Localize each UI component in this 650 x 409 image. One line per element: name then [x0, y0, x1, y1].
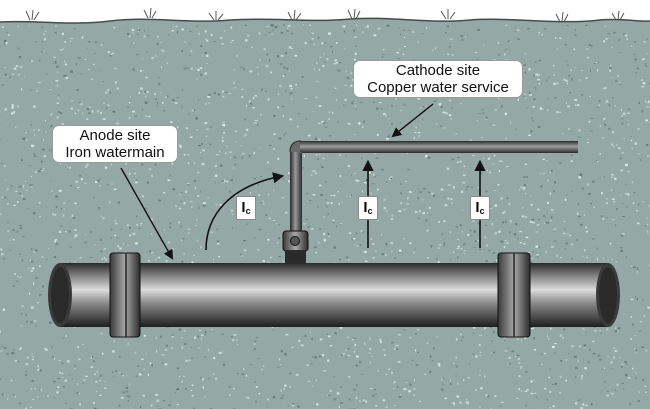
- current-subscript: c: [479, 206, 485, 216]
- current-symbol: I: [363, 199, 368, 216]
- coupling-right: [497, 252, 531, 338]
- current-symbol: I: [475, 199, 480, 216]
- coupling-left: [109, 252, 141, 338]
- cathode-label-line1: Cathode site: [395, 62, 481, 79]
- grass-tufts: [25, 7, 625, 23]
- anode-label: Anode site Iron watermain: [52, 125, 178, 163]
- current-label-middle: Ic: [358, 196, 378, 220]
- current-subscript: c: [367, 206, 373, 216]
- copper-service-pipe: [289, 140, 578, 252]
- anode-label-line1: Anode site: [79, 127, 151, 144]
- anode-pointer-arrow: [120, 167, 173, 260]
- current-symbol: I: [241, 199, 246, 216]
- soil-region: [0, 18, 650, 409]
- service-fitting: [282, 230, 309, 264]
- cathode-label: Cathode site Copper water service: [353, 60, 523, 98]
- current-label-left: Ic: [236, 196, 256, 220]
- anode-label-line2: Iron watermain: [65, 144, 165, 161]
- current-subscript: c: [245, 206, 251, 216]
- cathode-label-line2: Copper water service: [367, 79, 509, 96]
- cathode-pointer-arrow: [391, 103, 434, 138]
- current-label-right: Ic: [470, 196, 490, 220]
- ground-surface-line: [0, 17, 650, 24]
- current-flow-curved-arrow: [205, 172, 285, 251]
